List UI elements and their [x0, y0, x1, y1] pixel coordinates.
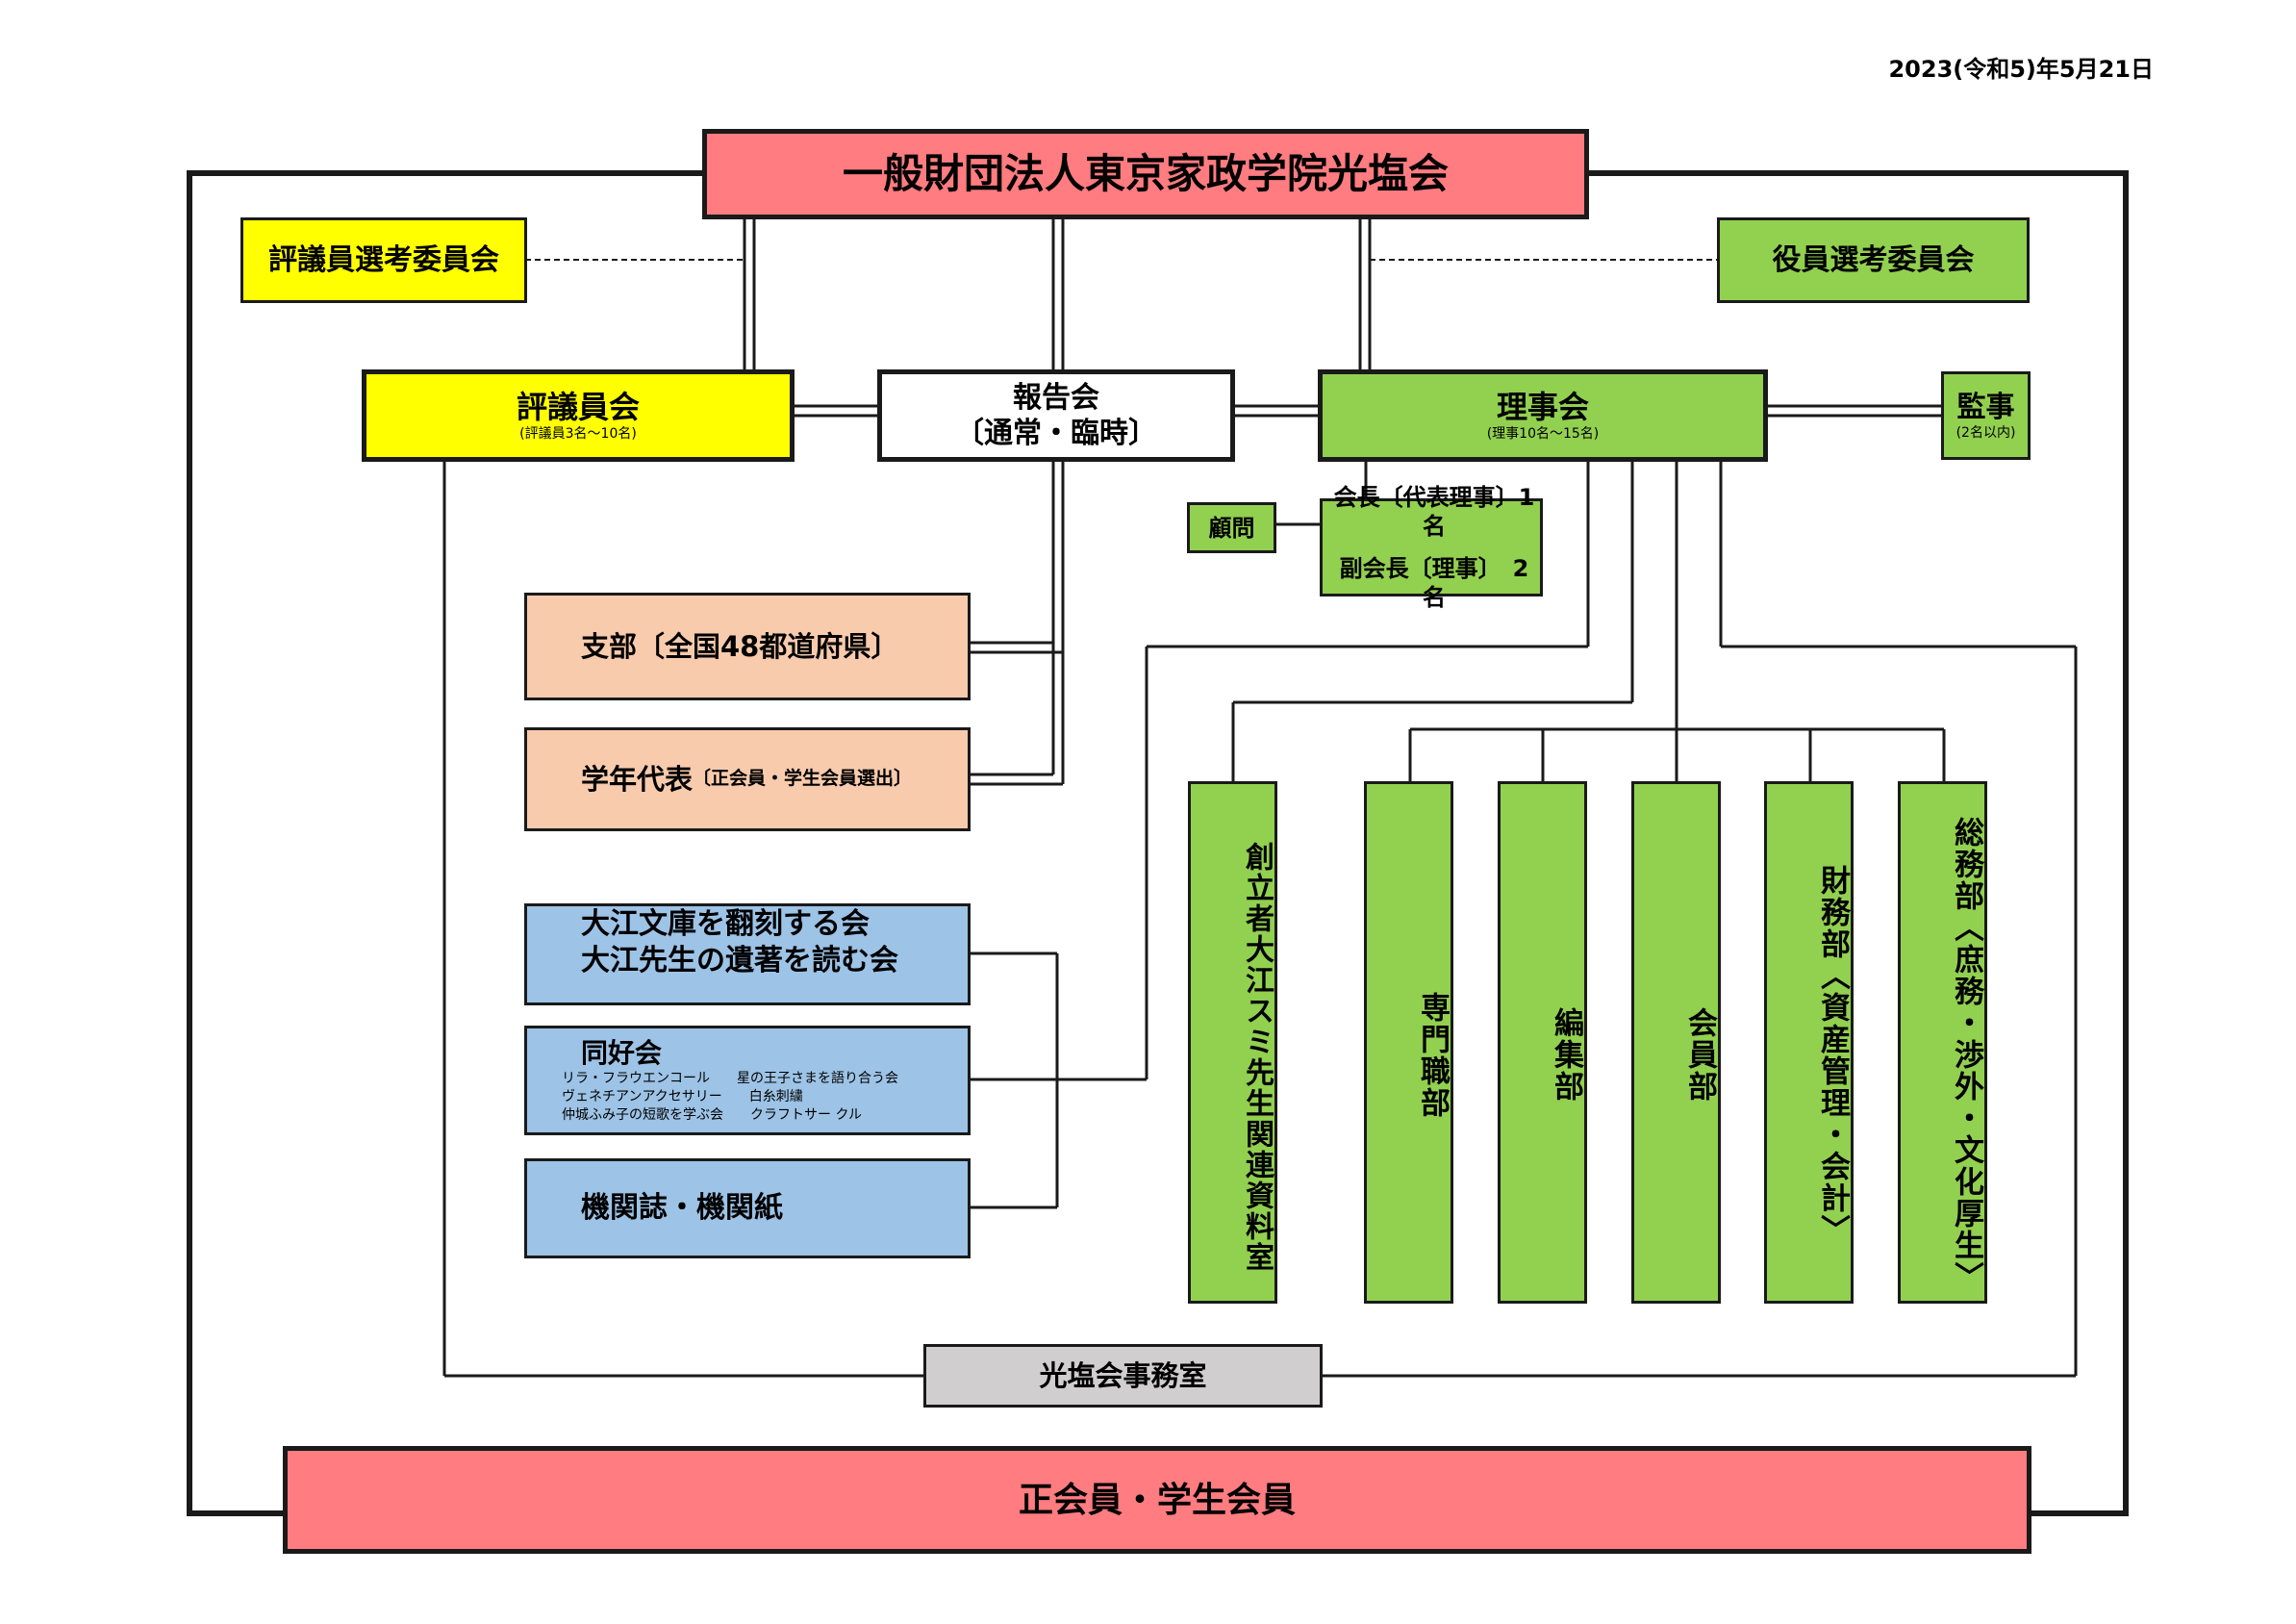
org-title: 一般財団法人東京家政学院光塩会 — [842, 149, 1449, 197]
bulletin-label: 機関誌・機関紙 — [581, 1191, 783, 1226]
auditors-label: 監事 — [1956, 390, 2015, 424]
office-box: 光塩会事務室 — [923, 1344, 1323, 1408]
president-box: 会長〔代表理事〕1名 副会長〔理事〕 2名 — [1320, 484, 1543, 611]
dept-founder-archive: 創立者大江スミ先生関連資料室 — [1188, 781, 1277, 1304]
dept-general-affairs: 総務部〈庶務・渉外・文化厚生〉 — [1898, 781, 1987, 1304]
dept-membership: 会員部 — [1631, 781, 1721, 1304]
councillor-selection-label: 評議員選考委員会 — [268, 242, 499, 277]
president-label: 会長〔代表理事〕1名 — [1333, 484, 1535, 540]
hobby-clubs-line-1: リラ・フラウエンコール 星の王子さまを語り合う会 — [562, 1071, 898, 1086]
councillor-selection-committee: 評議員選考委員会 — [240, 217, 527, 303]
officer-selection-label: 役員選考委員会 — [1772, 242, 1975, 277]
document-date: 2023(令和5)年5月21日 — [1888, 56, 2154, 83]
board-of-directors: 理事会 (理事10名～15名) — [1318, 369, 1768, 462]
ooe-line-2: 大江先生の遺著を読む会 — [581, 943, 898, 977]
hobby-clubs-label: 同好会 — [581, 1037, 663, 1069]
members-label: 正会員・学生会員 — [1018, 1480, 1296, 1520]
bulletin-box: 機関誌・機関紙 — [524, 1158, 971, 1258]
office-label: 光塩会事務室 — [1039, 1358, 1207, 1392]
auditors-note: (2名以内) — [1955, 425, 2016, 441]
officer-selection-committee: 役員選考委員会 — [1717, 217, 2030, 303]
auditors: 監事 (2名以内) — [1941, 371, 2031, 460]
class-representatives-box: 学年代表 〔正会員・学生会員選出〕 — [524, 727, 971, 831]
hobby-clubs-box: 同好会 リラ・フラウエンコール 星の王子さまを語り合う会 ヴェネチアンアクセサリ… — [524, 1026, 971, 1135]
councillors-meeting-label: 評議員会 — [516, 389, 640, 426]
advisor-box: 顧問 — [1187, 502, 1276, 553]
hobby-clubs-line-3: 仲城ふみ子の短歌を学ぶ会 クラフトサー クル — [562, 1106, 863, 1123]
dept-founder-archive-label: 創立者大江スミ先生関連資料室 — [1240, 841, 1274, 1273]
board-label: 理事会 — [1496, 389, 1589, 426]
branches-box: 支部〔全国48都道府県〕 — [524, 593, 971, 700]
ooe-study-group-box: 大江文庫を翻刻する会 大江先生の遺著を読む会 — [524, 903, 971, 1005]
hobby-clubs-line-2: ヴェネチアンアクセサリー 白糸刺繍 — [562, 1088, 803, 1104]
branches-label: 支部〔全国48都道府県〕 — [581, 629, 899, 663]
ooe-line-1: 大江文庫を翻刻する会 — [581, 907, 870, 941]
dept-editorial-label: 編集部 — [1549, 1007, 1583, 1103]
advisor-label: 顧問 — [1208, 514, 1255, 542]
dept-professional: 専門職部 — [1364, 781, 1453, 1304]
dept-editorial: 編集部 — [1498, 781, 1587, 1304]
dept-membership-label: 会員部 — [1682, 1007, 1717, 1103]
org-title-box: 一般財団法人東京家政学院光塩会 — [702, 129, 1589, 219]
dept-professional-label: 専門職部 — [1415, 991, 1450, 1119]
class-representatives-label: 学年代表 — [581, 762, 694, 796]
report-meeting-sub: 〔通常・臨時〕 — [955, 417, 1157, 450]
members-box: 正会員・学生会員 — [283, 1446, 2031, 1554]
councillors-meeting: 評議員会 (評議員3名～10名) — [362, 369, 795, 462]
class-representatives-note: 〔正会員・学生会員選出〕 — [693, 768, 913, 790]
report-meeting-label: 報告会 — [1013, 380, 1099, 415]
report-meeting: 報告会 〔通常・臨時〕 — [877, 369, 1235, 462]
vice-president-label: 副会長〔理事〕 2名 — [1339, 555, 1529, 611]
dept-finance: 財務部〈資産管理・会計〉 — [1764, 781, 1854, 1304]
board-note: (理事10名～15名) — [1486, 426, 1600, 443]
dept-finance-label: 財務部〈資産管理・会計〉 — [1815, 864, 1850, 1246]
dept-general-affairs-label: 総務部〈庶務・渉外・文化厚生〉 — [1949, 817, 1983, 1293]
councillors-meeting-note: (評議員3名～10名) — [519, 426, 637, 443]
